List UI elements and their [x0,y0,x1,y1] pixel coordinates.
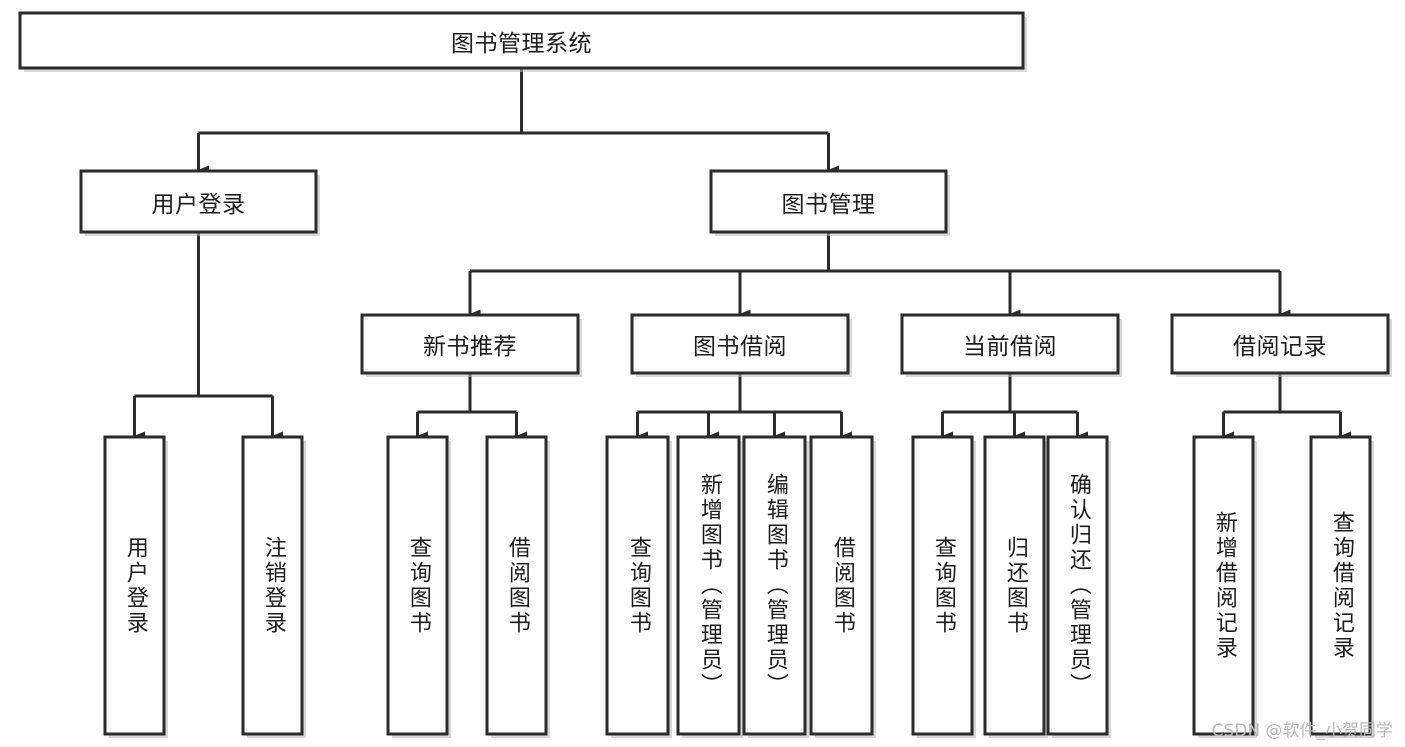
node-borrow-record[interactable] [1170,313,1390,375]
node-new-book-recommend[interactable] [360,313,580,375]
node-leaf-query-book-borrow[interactable] [605,435,670,736]
node-book-manage[interactable] [709,169,948,234]
node-root-root[interactable] [18,11,1025,70]
node-boxes-layer [18,11,1392,738]
node-leaf-add-book-admin[interactable] [676,435,741,736]
node-leaf-edit-book-admin[interactable] [742,435,807,736]
node-leaf-query-book-rec[interactable] [386,435,449,736]
node-leaf-logout[interactable] [241,435,304,736]
node-leaf-add-borrow-record[interactable] [1192,435,1255,736]
watermark-text: CSDN @软件_小贺同学 [1211,721,1393,741]
node-leaf-confirm-return-admin[interactable] [1046,435,1109,736]
node-book-borrow[interactable] [630,313,850,375]
node-leaf-return-book[interactable] [983,435,1046,736]
node-current-borrow[interactable] [900,313,1120,375]
node-leaf-borrow-book-rec[interactable] [485,435,548,736]
node-leaf-user-login[interactable] [103,435,166,736]
connectors-layer [133,68,1351,441]
node-leaf-query-book-cur[interactable] [911,435,974,736]
node-leaf-query-borrow-record[interactable] [1309,435,1372,736]
node-leaf-borrow-book[interactable] [809,435,874,736]
node-user-login[interactable] [79,169,318,234]
